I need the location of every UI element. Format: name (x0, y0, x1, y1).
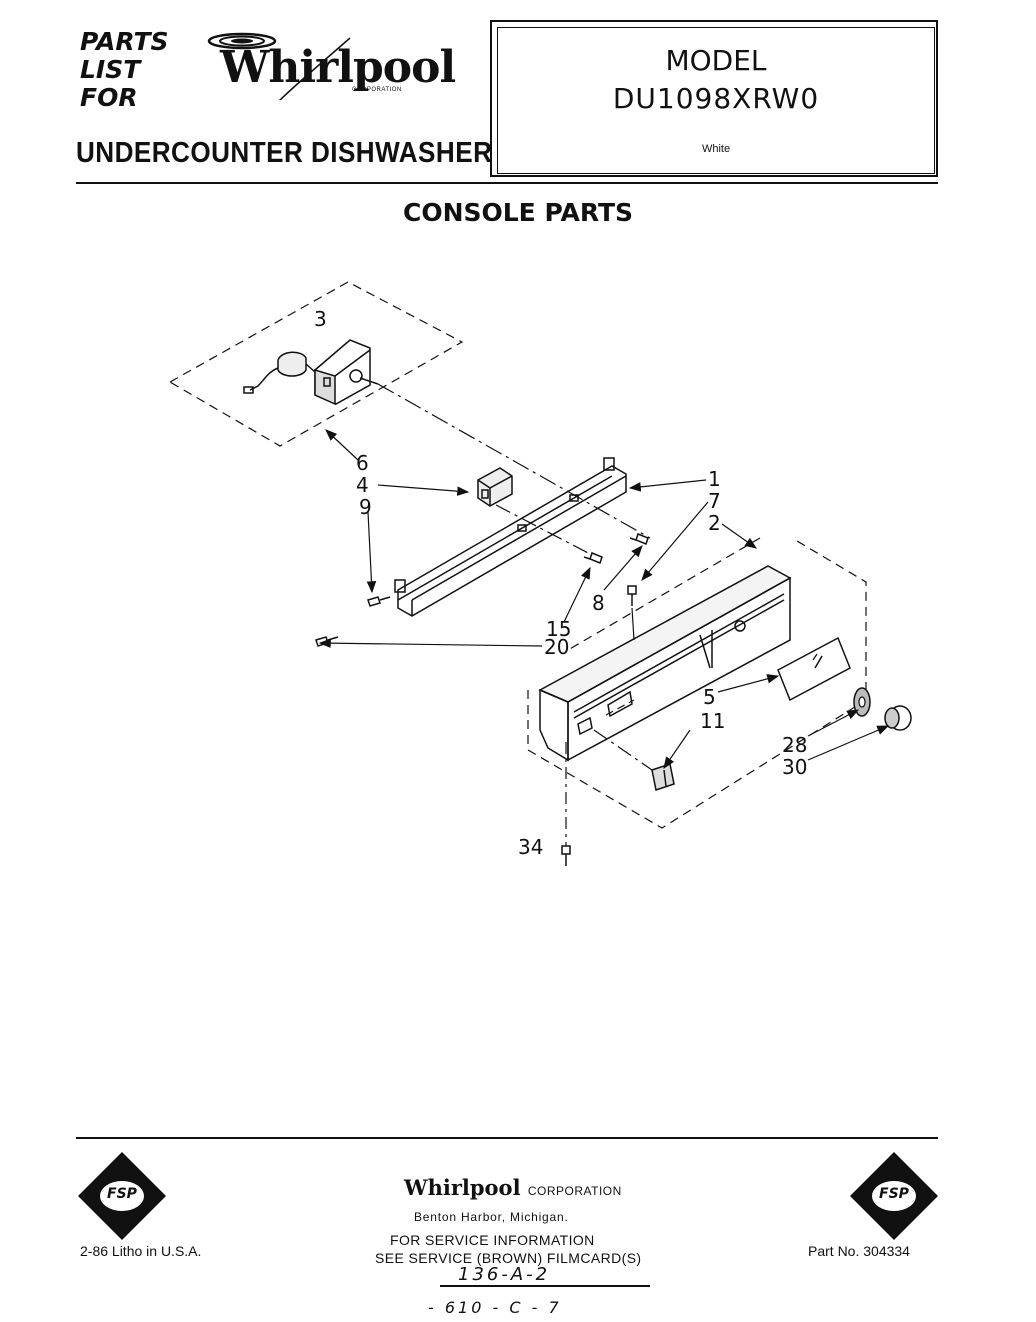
fsp-badge-left: FSP (76, 1150, 168, 1242)
knob (884, 705, 912, 731)
model-box-inner (497, 27, 935, 174)
model-color: White (701, 143, 731, 155)
leader-arrows (318, 429, 890, 769)
part-number: Part No. 304334 (808, 1243, 910, 1259)
callout-15: 15 (546, 617, 572, 641)
parts-list-for: PARTS LIST FOR (80, 28, 169, 112)
callout-5: 5 (703, 685, 716, 709)
product-title: UNDERCOUNTER DISHWASHER (76, 137, 493, 169)
litho-note: 2-86 Litho in U.S.A. (80, 1243, 202, 1259)
service-line-2: SEE SERVICE (BROWN) FILMCARD(S) (375, 1250, 642, 1266)
model-number: DU1098XRW0 (612, 82, 820, 115)
brand-corporation: CORPORATION (352, 87, 402, 93)
footer-corp-word: CORPORATION (527, 1184, 622, 1198)
control-module (243, 339, 379, 406)
console-panel (538, 565, 792, 762)
section-title: CONSOLE PARTS (402, 198, 634, 227)
header-rule (76, 182, 938, 184)
dial-insert (777, 636, 851, 702)
footer-rule (76, 1137, 938, 1139)
connector (651, 763, 675, 791)
callout-1: 1 (708, 467, 721, 491)
fsp-diamond-icon (850, 1152, 938, 1240)
switch (477, 467, 513, 507)
service-line-1: FOR SERVICE INFORMATION (390, 1232, 595, 1248)
filmcard-underline (440, 1285, 650, 1287)
list-line: LIST (80, 55, 141, 84)
callout-3: 3 (314, 307, 327, 331)
callout-34: 34 (518, 835, 544, 859)
for-line: FOR (80, 83, 138, 112)
callout-7: 7 (708, 489, 721, 513)
whirlpool-logo: Whirlpool CORPORATION (200, 30, 456, 100)
callout-28: 28 (782, 733, 808, 757)
callout-9: 9 (359, 495, 372, 519)
fsp-diamond-icon (78, 1152, 166, 1240)
brand-wordmark: Whirlpool (220, 42, 456, 93)
fsp-label: FSP (107, 1186, 137, 1202)
filmcard-number-2: - 610 - C - 7 (428, 1298, 562, 1317)
model-label: MODEL (665, 44, 767, 77)
fsp-label: FSP (879, 1186, 909, 1202)
mounting-bracket (394, 457, 627, 617)
upper-dashed-region (168, 281, 464, 447)
parts-line: PARTS (80, 27, 169, 56)
callout-30: 30 (782, 755, 808, 779)
screws (315, 533, 649, 866)
swirl-icon (207, 32, 351, 100)
footer-corp: Whirlpool CORPORATION (404, 1175, 622, 1200)
filmcard-number-1: 136-A-2 (458, 1264, 551, 1285)
callout-8: 8 (592, 591, 605, 615)
callout-20: 20 (544, 635, 570, 659)
footer-brand: Whirlpool (404, 1175, 521, 1200)
footer-city: Benton Harbor, Michigan. (414, 1210, 569, 1224)
callout-4: 4 (356, 473, 369, 497)
callout-6: 6 (356, 451, 369, 475)
model-box-outer (490, 20, 938, 177)
fsp-badge-right: FSP (848, 1150, 940, 1242)
callout-11: 11 (700, 709, 726, 733)
callout-2: 2 (708, 511, 721, 535)
